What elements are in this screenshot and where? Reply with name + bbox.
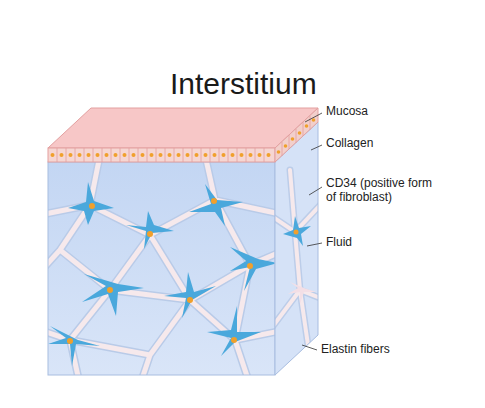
mucosa-layer	[48, 108, 318, 162]
nucleus	[67, 198, 253, 344]
part-label: Elastin fibers	[321, 343, 390, 357]
part-label: Mucosa	[326, 105, 368, 119]
front-face	[40, 155, 285, 385]
part-label: Fluid	[326, 236, 352, 250]
fibroblast	[48, 182, 275, 366]
collagen-outline	[48, 162, 275, 375]
diagram-title: Interstitium	[170, 67, 317, 102]
leader-line	[302, 113, 322, 350]
collagen-fiber	[48, 162, 275, 375]
part-label: Collagen	[326, 137, 373, 151]
part-label: CD34 (positive form of fibroblast)	[326, 177, 444, 205]
side-face	[270, 122, 325, 375]
